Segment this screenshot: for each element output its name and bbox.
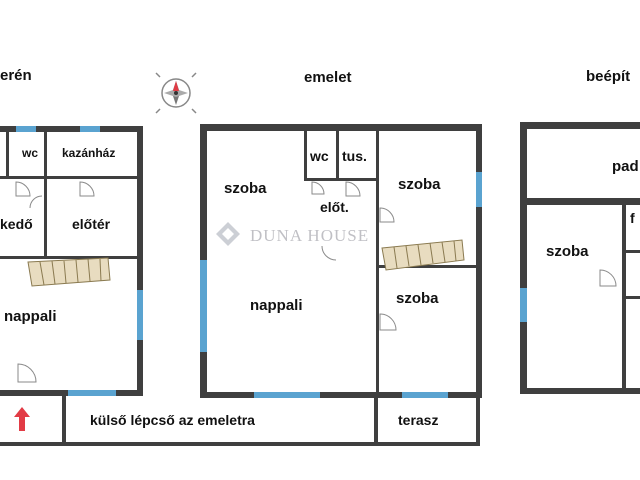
room-label-wc-upper: wc xyxy=(310,148,329,164)
compass-icon xyxy=(155,72,197,114)
duna-house-logo-icon xyxy=(216,222,240,246)
room-label-hall-ground: előtér xyxy=(72,216,111,232)
terrace-label: terasz xyxy=(398,412,439,428)
room-label-attic-partial: pad xyxy=(612,158,639,175)
upper-floor-header: emelet xyxy=(304,69,352,86)
attic-floor-header: beépít xyxy=(586,68,631,85)
room-label-living-upper: nappali xyxy=(250,297,303,314)
entrance-arrow-icon xyxy=(14,407,30,431)
watermark: DUNA HOUSE xyxy=(250,226,370,245)
windows xyxy=(16,126,527,398)
room-label-hall-upper: előt. xyxy=(320,199,349,215)
ground-floor-header: erén xyxy=(0,67,32,84)
room-label-shower-upper: tus. xyxy=(342,148,367,164)
stairs xyxy=(27,239,465,287)
room-label-room-upper-right: szoba xyxy=(398,176,441,193)
outside-stairs-label: külső lépcső az emeletra xyxy=(90,412,255,428)
room-label-wc-ground: wc xyxy=(22,146,39,160)
door-swings xyxy=(15,181,617,383)
room-label-attic-small: f xyxy=(630,210,635,226)
room-label-room-upper-left: szoba xyxy=(224,180,267,197)
room-label-living-ground: nappali xyxy=(4,308,57,325)
room-label-attic-room: szoba xyxy=(546,243,589,260)
room-label-room-upper-lower-right: szoba xyxy=(396,290,439,307)
room-label-pantry: kedő xyxy=(0,216,33,232)
room-label-boiler: kazánház xyxy=(62,146,116,160)
